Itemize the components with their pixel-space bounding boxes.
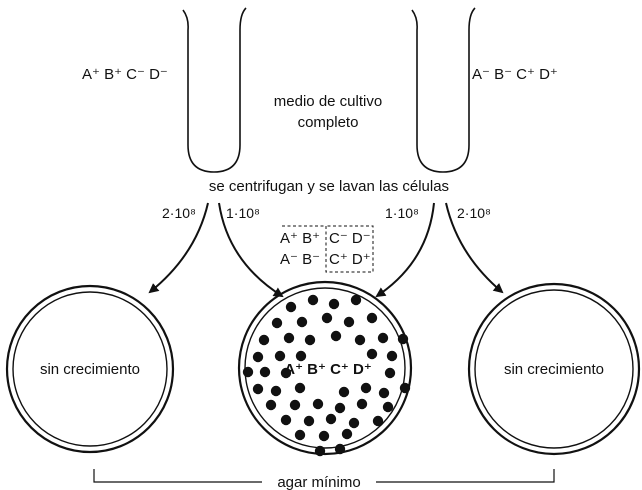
colony-dot bbox=[354, 334, 366, 346]
bottom-label: agar mínimo bbox=[277, 474, 360, 490]
colony-dot bbox=[318, 430, 330, 442]
arrow-right-inner-count: 1·10⁸ bbox=[385, 205, 419, 221]
colony-dot bbox=[304, 334, 316, 346]
arrow-left-inner bbox=[218, 202, 284, 298]
bacterial-colonies bbox=[242, 294, 411, 457]
colony-dot bbox=[280, 367, 292, 379]
colony-dot bbox=[334, 443, 346, 455]
colony-dot bbox=[270, 385, 282, 397]
colony-dot bbox=[382, 401, 394, 413]
colony-dot bbox=[343, 316, 355, 328]
colony-dot bbox=[289, 399, 301, 411]
colony-dot bbox=[378, 387, 390, 399]
colony-dot bbox=[372, 415, 384, 427]
colony-dot bbox=[397, 333, 409, 345]
box-row2-right: C⁺ D⁺ bbox=[329, 251, 371, 268]
left-petri-plate: sin crecimiento bbox=[5, 284, 175, 454]
box-row1-left: A⁺ B⁺ bbox=[280, 230, 320, 247]
center-petri-plate: A⁺ B⁺ C⁺ D⁺ bbox=[237, 280, 413, 457]
right-tube-genotype: A⁻ B⁻ C⁺ D⁺ bbox=[472, 66, 558, 83]
colony-dot bbox=[321, 312, 333, 324]
colony-dot bbox=[366, 312, 378, 324]
colony-dot bbox=[294, 382, 306, 394]
colony-dot bbox=[399, 382, 411, 394]
arrow-right-outer bbox=[445, 202, 504, 294]
colony-dot bbox=[377, 332, 389, 344]
colony-dot bbox=[330, 330, 342, 342]
colony-dot bbox=[314, 445, 326, 457]
genotype-box: A⁺ B⁺ C⁻ D⁻ A⁻ B⁻ C⁺ D⁺ bbox=[280, 225, 374, 273]
colony-dot bbox=[294, 429, 306, 441]
colony-dot bbox=[252, 383, 264, 395]
colony-dot bbox=[274, 350, 286, 362]
colony-dot bbox=[252, 351, 264, 363]
colony-dot bbox=[242, 366, 254, 378]
colony-dot bbox=[285, 301, 297, 313]
right-petri-plate: sin crecimiento bbox=[467, 282, 641, 456]
right-test-tube bbox=[411, 7, 476, 173]
box-row1-right: C⁻ D⁻ bbox=[329, 230, 371, 247]
colony-dot bbox=[334, 402, 346, 414]
colony-dot bbox=[325, 413, 337, 425]
box-row2-left: A⁻ B⁻ bbox=[280, 251, 320, 268]
colony-dot bbox=[307, 294, 319, 306]
medium-label-line1: medio de cultivo bbox=[274, 93, 382, 110]
process-label: se centrifugan y se lavan las células bbox=[209, 178, 449, 195]
colony-dot bbox=[265, 399, 277, 411]
colony-dot bbox=[258, 334, 270, 346]
colony-dot bbox=[356, 398, 368, 410]
colony-dot bbox=[341, 428, 353, 440]
colony-dot bbox=[303, 415, 315, 427]
arrow-right-inner bbox=[375, 202, 435, 298]
colony-dot bbox=[366, 348, 378, 360]
colony-dot bbox=[328, 298, 340, 310]
right-plate-label: sin crecimiento bbox=[504, 361, 604, 378]
colony-dot bbox=[271, 317, 283, 329]
colony-dot bbox=[295, 350, 307, 362]
colony-dot bbox=[348, 417, 360, 429]
bottom-bracket bbox=[93, 469, 555, 483]
colony-dot bbox=[386, 350, 398, 362]
medium-label-line2: completo bbox=[298, 114, 359, 131]
colony-dot bbox=[283, 332, 295, 344]
left-plate-label: sin crecimiento bbox=[40, 361, 140, 378]
colony-dot bbox=[296, 316, 308, 328]
colony-dot bbox=[312, 398, 324, 410]
left-tube-genotype: A⁺ B⁺ C⁻ D⁻ bbox=[82, 66, 168, 83]
colony-dot bbox=[360, 382, 372, 394]
colony-dot bbox=[350, 294, 362, 306]
arrow-left-outer-count: 2·10⁸ bbox=[162, 205, 196, 221]
arrow-left-outer bbox=[148, 202, 209, 294]
colony-dot bbox=[280, 414, 292, 426]
center-plate-label: A⁺ B⁺ C⁺ D⁺ bbox=[284, 361, 372, 378]
left-test-tube bbox=[182, 7, 247, 173]
colony-dot bbox=[384, 367, 396, 379]
colony-dot bbox=[259, 366, 271, 378]
colony-dot bbox=[338, 386, 350, 398]
arrow-left-inner-count: 1·10⁸ bbox=[226, 205, 260, 221]
arrow-right-outer-count: 2·10⁸ bbox=[457, 205, 491, 221]
